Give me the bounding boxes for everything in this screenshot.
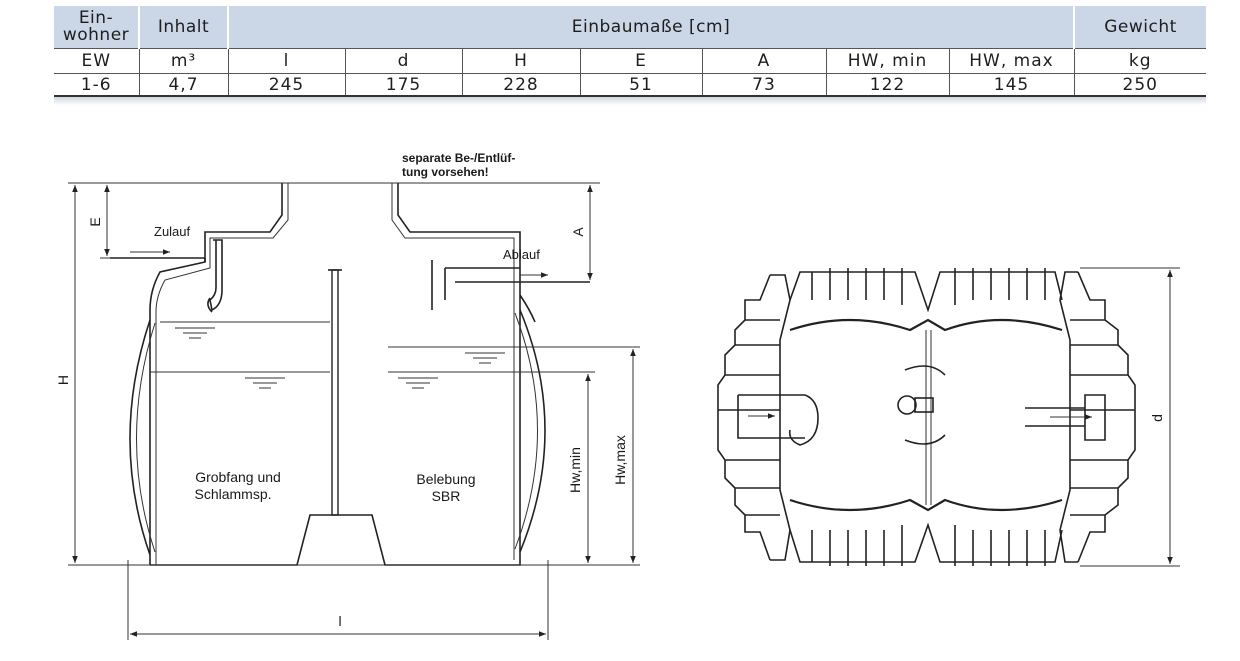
top-view-top-ribs [789,268,1063,332]
unit-cell: kg [1073,48,1206,74]
unit-cell: m³ [138,48,228,74]
unit-cell: H [461,48,580,74]
chamber2-label-line2: SBR [432,488,461,504]
top-view: d [717,267,1180,567]
tank-outline [149,183,536,566]
side-view: H E A Hw,min Hw,max l separate Be-/Entlü… [55,151,640,640]
unit-cell: EW [54,48,139,74]
top-view-inlet [737,394,819,446]
tank-right-bulge [519,309,546,553]
dim-H-label: H [55,375,71,385]
dim-d-label: d [1149,414,1165,422]
table-units-row: EW m³ l d H E A HW, min HW, max kg [54,48,1206,74]
top-view-left-ribs [717,274,791,561]
inlet-pipe [110,239,223,312]
unit-cell: l [227,48,345,74]
value-cell: 245 [227,73,345,97]
header-gewicht: Gewicht [1073,6,1206,49]
ventilation-note-line2: tung vorsehen! [402,165,489,179]
chamber1-label-line2: Schlammsp. [194,486,271,502]
top-view-outlet [1025,394,1106,441]
value-cell: 1-6 [54,73,139,97]
unit-cell: d [344,48,462,74]
header-einbaumasse: Einbaumaße [cm] [227,6,1074,49]
top-view-right-ribs [1059,271,1136,563]
dim-hwmax-label: Hw,max [612,435,628,485]
value-cell: 250 [1073,73,1206,97]
chamber1-label-line1: Grobfang und [195,469,281,485]
value-cell: 122 [825,73,949,97]
value-cell: 145 [948,73,1074,97]
header-einwohner: Ein- wohner [54,6,139,49]
value-cell: 73 [701,73,826,97]
dim-hwmin-label: Hw,min [567,447,583,493]
value-cell: 228 [461,73,580,97]
unit-cell: A [701,48,826,74]
separation-wall [331,269,339,516]
table-values-row: 1-6 4,7 245 175 228 51 73 122 145 250 [54,73,1206,97]
spec-table: Ein- wohner Inhalt Einbaumaße [cm] Gewic… [54,6,1206,97]
unit-cell: HW, max [948,48,1074,74]
unit-cell: HW, min [825,48,949,74]
top-view-bottom-ribs [789,498,1063,566]
outlet-pipe [431,260,590,310]
top-view-center-device [897,365,946,445]
outlet-label: Ablauf [503,247,540,262]
value-cell: 51 [579,73,702,97]
header-inhalt: Inhalt [138,6,228,49]
unit-cell: E [579,48,702,74]
dim-E-label: E [87,217,103,226]
ventilation-note-line1: separate Be-/Entlüf- [402,151,515,165]
header-einwohner-line2: wohner [62,25,130,45]
value-cell: 175 [344,73,462,97]
dim-A-label: A [570,227,586,237]
table-header-row: Ein- wohner Inhalt Einbaumaße [cm] Gewic… [54,6,1206,49]
chamber2-label-line1: Belebung [416,471,475,487]
table-shadow [54,97,1206,105]
dim-l-label: l [338,613,341,629]
header-einwohner-line1: Ein- [78,8,114,28]
inlet-label: Zulauf [154,224,191,239]
value-cell: 4,7 [138,73,228,97]
tank-left-bulge [129,319,151,556]
